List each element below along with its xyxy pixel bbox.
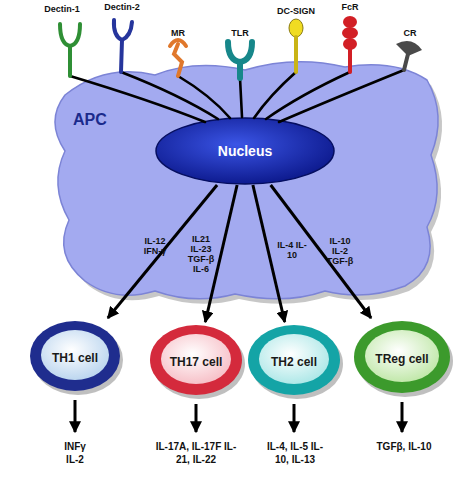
cell-interior: [161, 334, 231, 384]
text-label: IL-4, IL-5 IL-10, IL-13: [264, 440, 326, 466]
nucleus: Nucleus: [155, 117, 335, 185]
text-label: MR: [158, 27, 198, 39]
signal-arrow: [108, 185, 217, 318]
th1-cell: TH1 cell: [28, 318, 122, 398]
text-label: INFγ IL-2: [60, 440, 90, 466]
fcr-receptor: [343, 38, 357, 50]
fcr-receptor: [343, 16, 357, 28]
cell-interior: [41, 330, 109, 380]
text-label: DC-SIGN: [266, 5, 326, 17]
cytokine-label: IL-12 IFN-γ: [140, 236, 170, 256]
node-label: TH1 cell: [52, 351, 98, 365]
cytokine-label: IL-10 IL-2 TGF-β: [325, 236, 355, 266]
dectin1-receptor: [60, 24, 80, 46]
cell-interior: [365, 330, 439, 382]
fcr-receptor: [342, 27, 358, 39]
cell-membrane: [150, 325, 242, 395]
text-label: IL-17A, IL-17F IL-21, IL-22: [154, 440, 239, 466]
cell-membrane: [30, 321, 120, 391]
text-label: Dectin-1: [32, 3, 92, 15]
treg-cell: TReg cell: [352, 318, 452, 400]
signal-arrow: [271, 185, 371, 318]
text-label: FcR: [330, 1, 370, 13]
output-arrow: [293, 404, 296, 432]
dectin2-receptor: [121, 40, 122, 72]
cell-membrane: [248, 325, 340, 395]
dcsign-receptor: [289, 19, 303, 37]
node-label: TH17 cell: [170, 355, 223, 369]
th17-cell: TH17 cell: [148, 322, 244, 402]
node-label: Nucleus: [218, 143, 272, 159]
text-label: TLR: [220, 27, 260, 39]
tlr-receptor: [228, 42, 252, 62]
node-label: TH2 cell: [271, 355, 317, 369]
output-arrow: [401, 402, 404, 432]
cr-receptor: [404, 54, 408, 70]
mr-receptor: [170, 40, 186, 46]
cytokine-label: IL21 IL-23 TGF-β IL-6: [186, 234, 216, 274]
dectin2-receptor: [114, 20, 132, 40]
th2-cell: TH2 cell: [246, 322, 342, 402]
text-label: CR: [390, 27, 430, 39]
text-label: TGFβ, IL-10: [359, 440, 449, 453]
signal-arrow: [253, 185, 285, 322]
cytokine-label: IL-4 IL-10: [277, 240, 307, 260]
text-label: Dectin-2: [92, 1, 152, 13]
node-label: APC: [73, 111, 107, 129]
node-label: TReg cell: [375, 352, 428, 366]
cell-interior: [259, 334, 329, 384]
signal-arrow: [205, 185, 237, 322]
output-arrow: [74, 400, 77, 432]
cell-membrane: [354, 321, 450, 393]
cr-receptor: [396, 41, 422, 56]
dectin1-receptor: [68, 46, 72, 76]
apc-cell: APC Nucleus: [45, 55, 445, 305]
nucleus-ellipse: [156, 118, 334, 184]
cell-membrane: [55, 62, 438, 299]
output-arrow: [195, 404, 198, 432]
